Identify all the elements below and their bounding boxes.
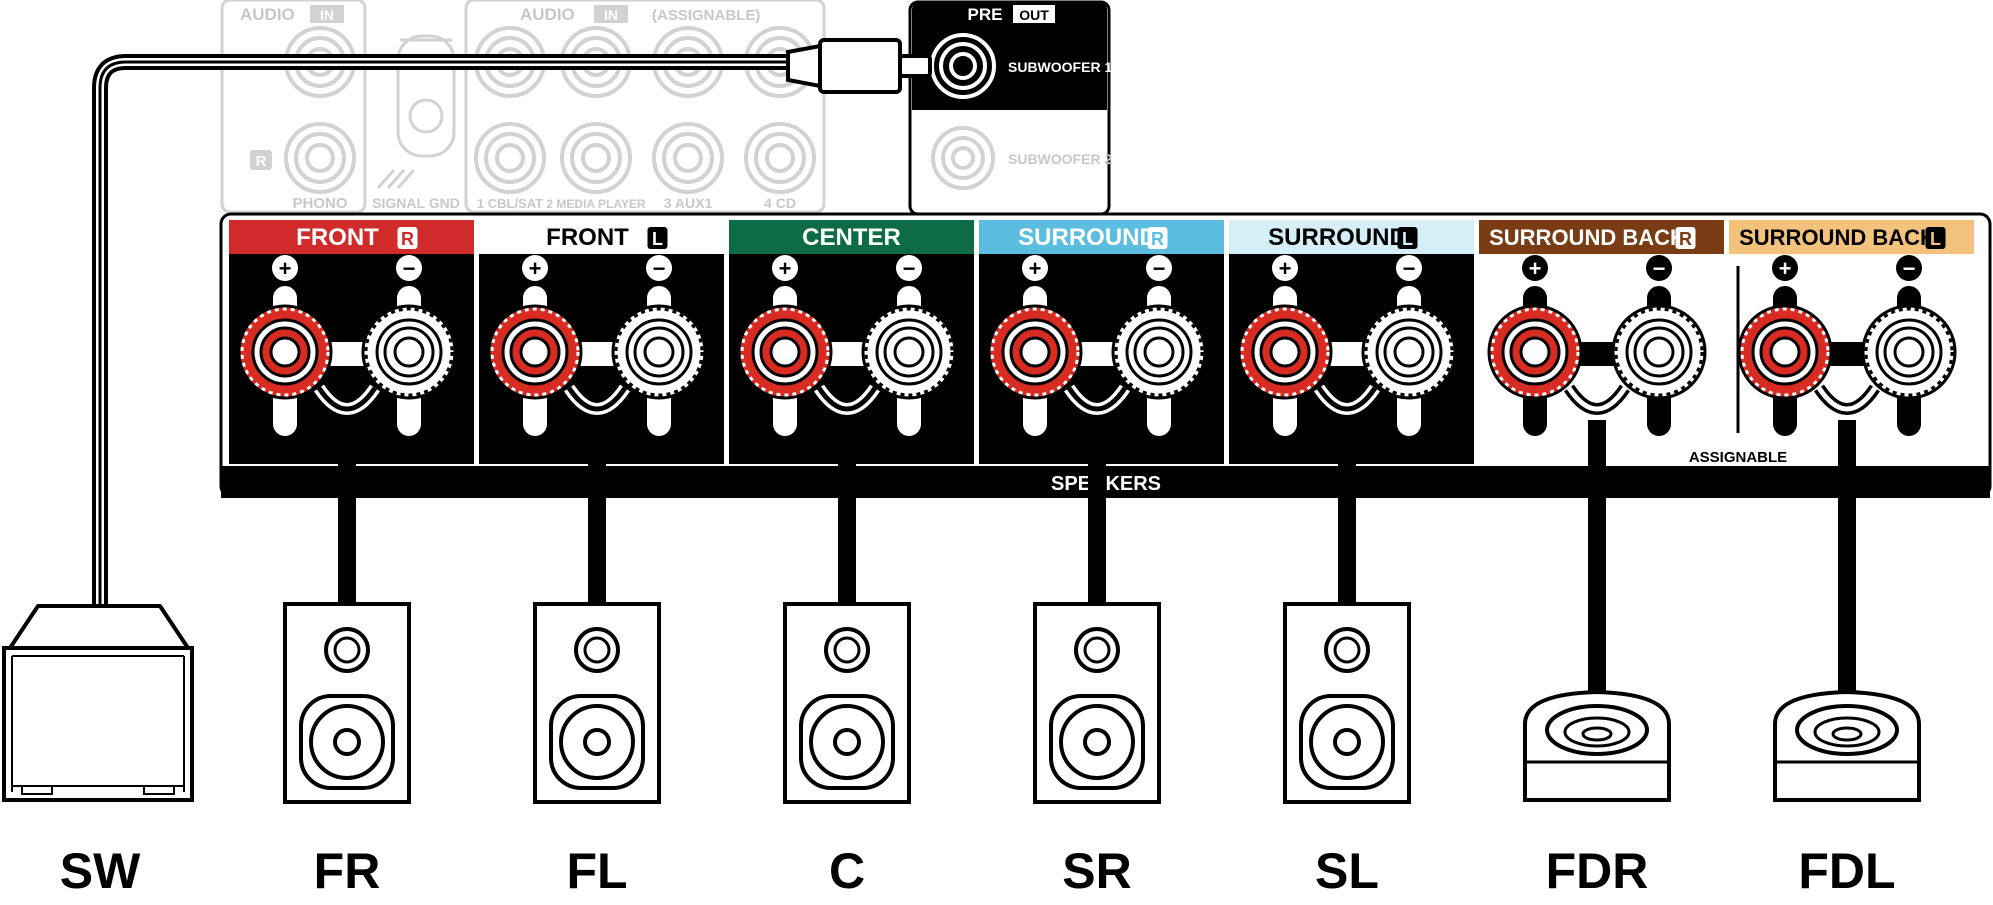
- minus-sign: −: [403, 256, 416, 281]
- channel-label: SURROUND BACK: [1489, 225, 1686, 250]
- negative-terminal[interactable]: [1611, 304, 1707, 400]
- speaker-cable: [588, 420, 606, 604]
- minus-sign: −: [1153, 256, 1166, 281]
- pre-out-badge: OUT: [1019, 7, 1049, 23]
- pre-out-label: PRE: [968, 5, 1003, 24]
- audio-in-section: AUDIO IN AUDIO IN (ASSIGNABLE) R PHONO S…: [220, 0, 826, 214]
- negative-terminal[interactable]: [1361, 304, 1457, 400]
- plus-sign: +: [1779, 256, 1792, 281]
- channel-label: SURROUND: [1268, 224, 1407, 251]
- plus-sign: +: [1529, 256, 1542, 281]
- speaker-cable: [1088, 420, 1106, 604]
- plus-sign: +: [1029, 256, 1042, 281]
- speaker-fr: FR: [283, 602, 411, 899]
- positive-terminal[interactable]: [737, 304, 833, 400]
- jack-label-cbl-sat: 1 CBL/SAT: [477, 196, 543, 211]
- jack-label-signal-gnd: SIGNAL GND: [372, 195, 460, 211]
- channel-label: FRONT: [546, 224, 629, 251]
- subwoofer-1-jack[interactable]: [930, 33, 996, 99]
- speaker-fdr: FDR: [1523, 689, 1671, 899]
- speaker-fl: FL: [533, 602, 661, 899]
- faded-rca-jack: [652, 122, 724, 194]
- subwoofer-cable: [92, 38, 932, 612]
- speaker-cable: [338, 420, 356, 604]
- speaker-sw: SW: [2, 604, 194, 899]
- negative-terminal[interactable]: [1111, 304, 1207, 400]
- speaker-cable: [838, 420, 856, 604]
- minus-sign: −: [653, 256, 666, 281]
- plus-sign: +: [279, 256, 292, 281]
- positive-terminal[interactable]: [1737, 304, 1833, 400]
- positive-terminal[interactable]: [1487, 304, 1583, 400]
- audio-in-badge-1: IN: [320, 7, 334, 23]
- speaker-label: FL: [566, 843, 627, 899]
- audio-in-label-2: AUDIO: [520, 5, 575, 24]
- speaker-sl: SL: [1283, 602, 1411, 899]
- jack-label-media-player: 2 MEDIA PLAYER: [546, 197, 645, 211]
- negative-terminal[interactable]: [611, 304, 707, 400]
- speaker-label: SR: [1062, 843, 1131, 899]
- speaker-sr: SR: [1033, 602, 1161, 899]
- channel-badge: R: [401, 229, 414, 249]
- negative-terminal[interactable]: [361, 304, 457, 400]
- audio-in-badge-2: IN: [604, 7, 618, 23]
- assignable-label: ASSIGNABLE: [1689, 449, 1787, 466]
- jack-label-aux1: 3 AUX1: [664, 195, 713, 211]
- faded-rca-jack: [474, 122, 546, 194]
- channel-label: SURROUND: [1018, 224, 1157, 251]
- faded-rca-jack: [560, 122, 632, 194]
- channel-label: CENTER: [802, 224, 901, 251]
- speaker-label: C: [829, 843, 865, 899]
- positive-terminal[interactable]: [1237, 304, 1333, 400]
- minus-sign: −: [903, 256, 916, 281]
- speaker-c: C: [783, 602, 911, 899]
- negative-terminal[interactable]: [861, 304, 957, 400]
- speaker-label: FDL: [1798, 843, 1895, 899]
- pre-out-section: PRE OUT SUBWOOFER 1 SUBWOOFER 2: [908, 0, 1112, 216]
- faded-rca-jack: [284, 122, 356, 194]
- channel-badge: L: [652, 229, 663, 249]
- speaker-cable: [1838, 420, 1856, 700]
- positive-terminal[interactable]: [487, 304, 583, 400]
- audio-in-label-1: AUDIO: [240, 5, 295, 24]
- speaker-cable: [1338, 420, 1356, 604]
- channel-badge: L: [1930, 229, 1941, 249]
- speaker-fdl: FDL: [1773, 689, 1921, 899]
- plus-sign: +: [1279, 256, 1292, 281]
- jack-label-cd: 4 CD: [764, 195, 796, 211]
- channel-badge: L: [1402, 229, 1413, 249]
- plus-sign: +: [779, 256, 792, 281]
- subwoofer-1-label: SUBWOOFER 1: [1008, 59, 1112, 75]
- speaker-cables: [338, 420, 1856, 700]
- speaker-label: FDR: [1546, 843, 1649, 899]
- speaker-channel-1: FRONT L + −: [479, 220, 724, 464]
- speaker-cable: [1588, 420, 1606, 700]
- channel-badge: R: [1679, 229, 1692, 249]
- plus-sign: +: [529, 256, 542, 281]
- jack-label-phono: PHONO: [292, 195, 347, 212]
- subwoofer-2-jack: [931, 126, 995, 190]
- speaker-units: SW FR FL C SR SL FDR FDL: [2, 602, 1921, 899]
- positive-terminal[interactable]: [237, 304, 333, 400]
- minus-sign: −: [1653, 256, 1666, 281]
- channel-label: FRONT: [296, 224, 379, 251]
- faded-rca-jack: [744, 122, 816, 194]
- negative-terminal[interactable]: [1861, 304, 1957, 400]
- speaker-label: SL: [1315, 843, 1379, 899]
- speaker-label: SW: [60, 843, 141, 899]
- subwoofer-2-label: SUBWOOFER 2: [1008, 151, 1112, 167]
- minus-sign: −: [1903, 256, 1916, 281]
- audio-in-assignable-note: (ASSIGNABLE): [652, 7, 760, 24]
- channel-label: SURROUND BACK: [1739, 225, 1936, 250]
- minus-sign: −: [1403, 256, 1416, 281]
- speaker-label: FR: [314, 843, 381, 899]
- speaker-channel-2: CENTER + −: [729, 220, 974, 464]
- channel-badge: R: [1151, 229, 1164, 249]
- positive-terminal[interactable]: [987, 304, 1083, 400]
- r-marker: R: [256, 153, 267, 170]
